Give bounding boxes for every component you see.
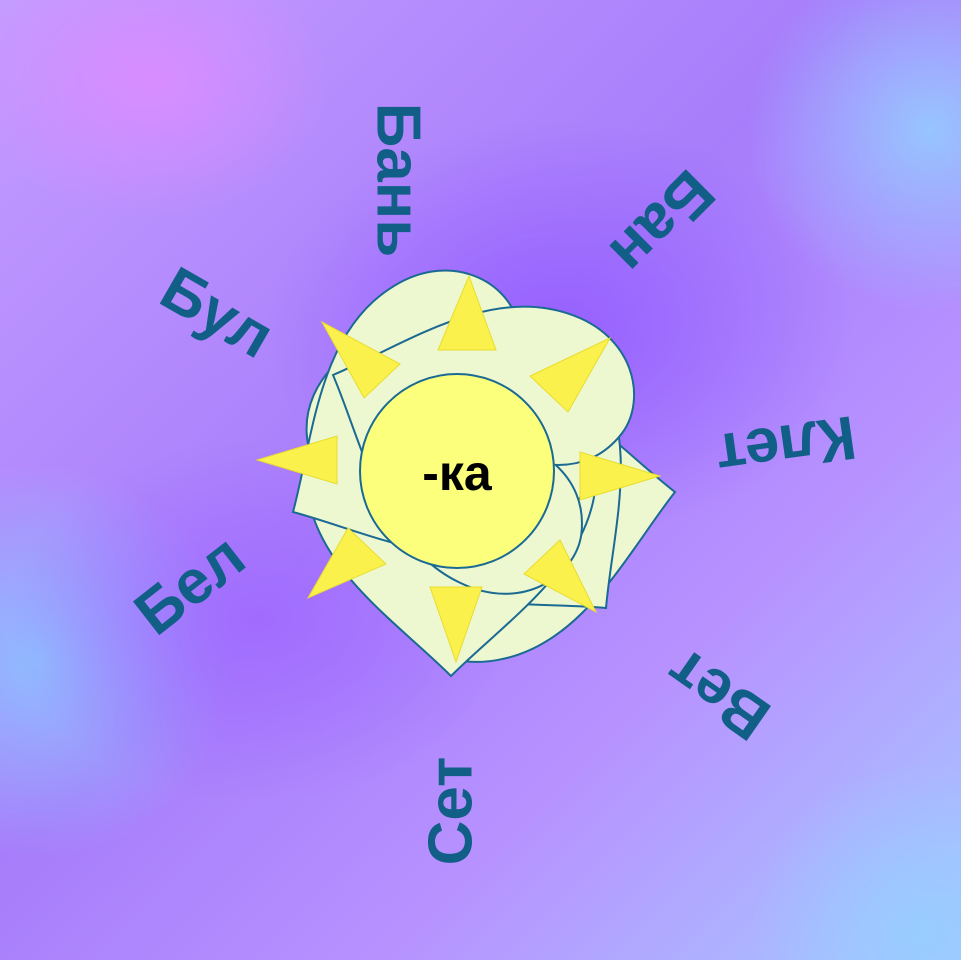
ray-left	[257, 436, 337, 484]
petal-word-2: Бан	[596, 156, 727, 287]
petal-word-7: Бул	[149, 254, 285, 372]
center-suffix: -ка	[422, 445, 493, 501]
petal-word-4: Вет	[654, 635, 783, 754]
petal-word-3: Клет	[712, 402, 861, 490]
petal-word-6: Бел	[122, 521, 258, 648]
petal-word-5: Сет	[417, 757, 486, 866]
petal-word-1: Бань	[364, 103, 433, 258]
